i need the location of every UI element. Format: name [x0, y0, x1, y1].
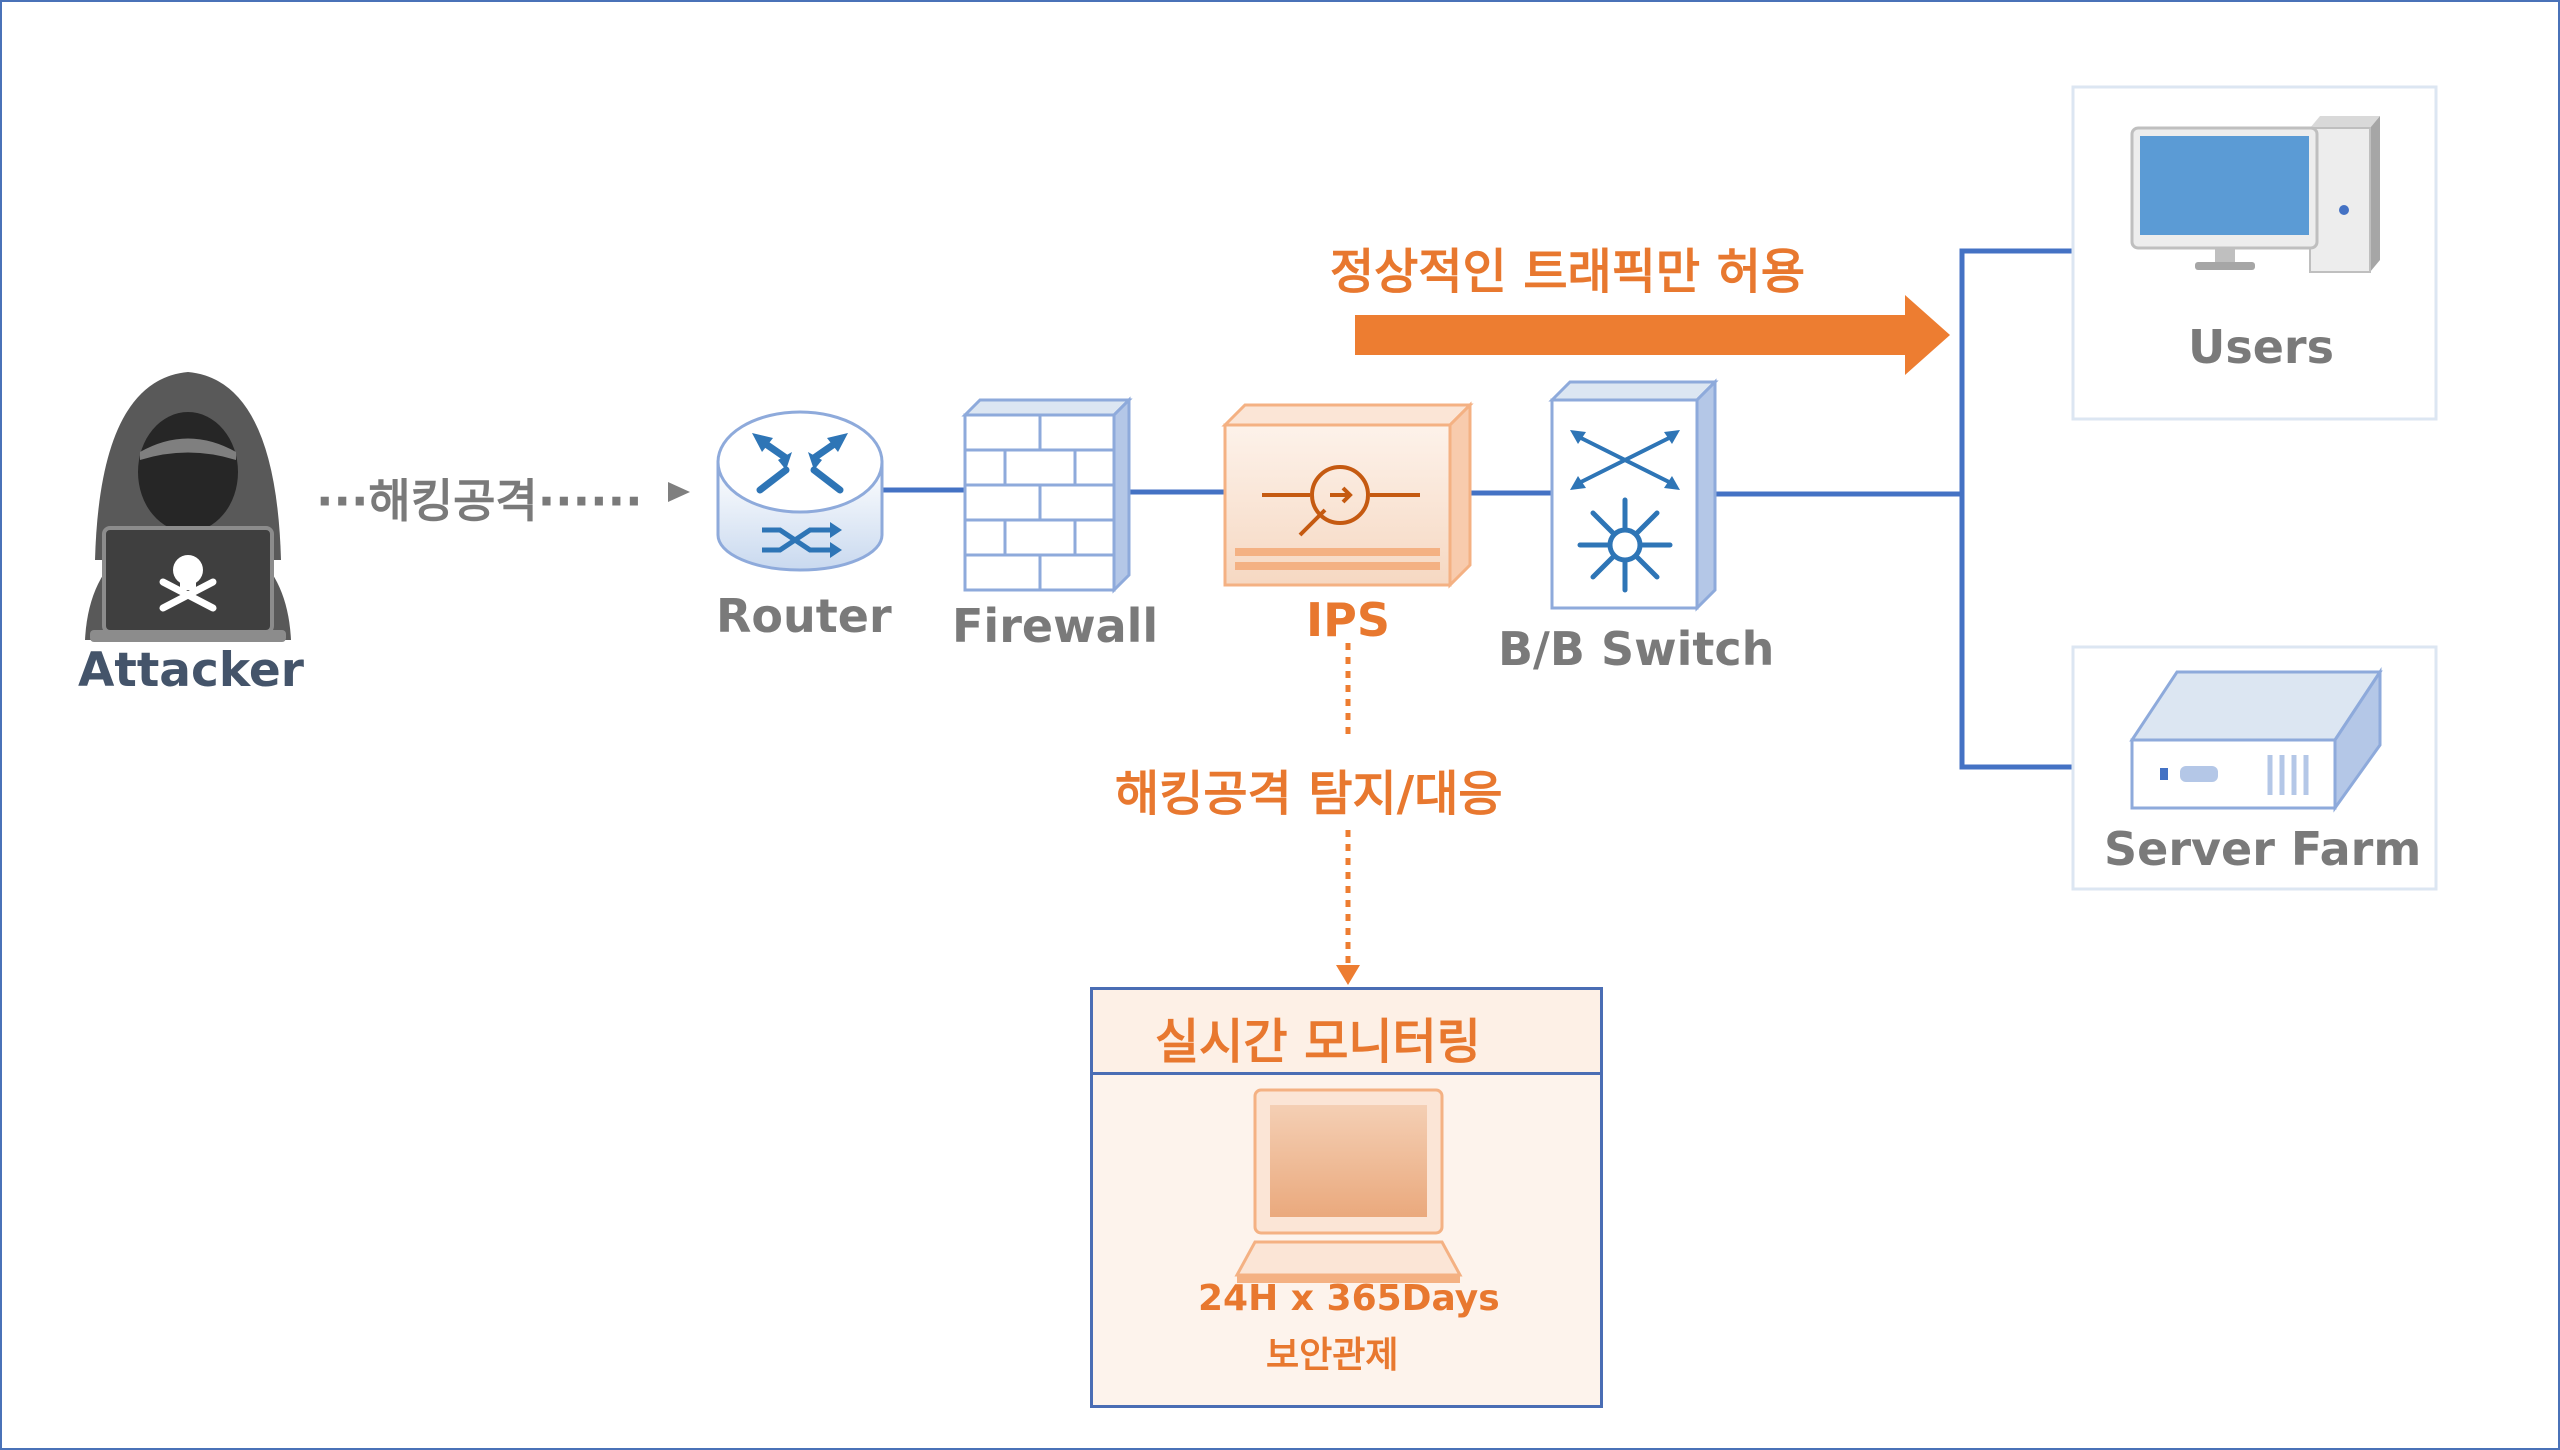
hooded-hacker-icon	[85, 372, 291, 642]
router-label: Router	[716, 589, 892, 643]
attacker-label: Attacker	[78, 643, 304, 698]
allow-traffic-arrow	[1355, 295, 1950, 375]
monitoring-line-1: 24H x 365Days	[1198, 1278, 1500, 1319]
firewall-label: Firewall	[952, 599, 1159, 653]
switch-label: B/B Switch	[1498, 622, 1775, 676]
backbone-switch-icon	[1548, 378, 1719, 612]
monitoring-title: 실시간 모니터링	[1155, 1014, 1481, 1070]
detect-arrow-label: 해킹공격 탐지/대응	[1115, 766, 1503, 822]
server-farm-label: Server Farm	[2104, 822, 2422, 876]
monitoring-line-2: 보안관제	[1266, 1335, 1399, 1376]
laptop-icon	[1234, 1088, 1463, 1283]
monitoring-panel	[1090, 987, 1603, 1408]
ips-appliance-icon	[1221, 401, 1474, 589]
users-label: Users	[2188, 320, 2334, 374]
attack-arrow-label: ···해킹공격······	[316, 474, 643, 528]
desktop-pc-icon	[2130, 116, 2380, 273]
router-icon	[716, 410, 884, 572]
server-icon	[2129, 667, 2383, 813]
detect-dotted-arrow	[1336, 643, 1360, 985]
allow-arrow-label: 정상적인 트래픽만 허용	[1330, 244, 1806, 300]
attack-arrowhead	[668, 482, 690, 502]
link-trunk-endpoints	[1959, 248, 2073, 770]
network-links	[880, 248, 2073, 770]
ips-label: IPS	[1306, 593, 1390, 647]
monitoring-title-bar	[1093, 990, 1600, 1075]
firewall-brick-icon	[961, 396, 1133, 594]
